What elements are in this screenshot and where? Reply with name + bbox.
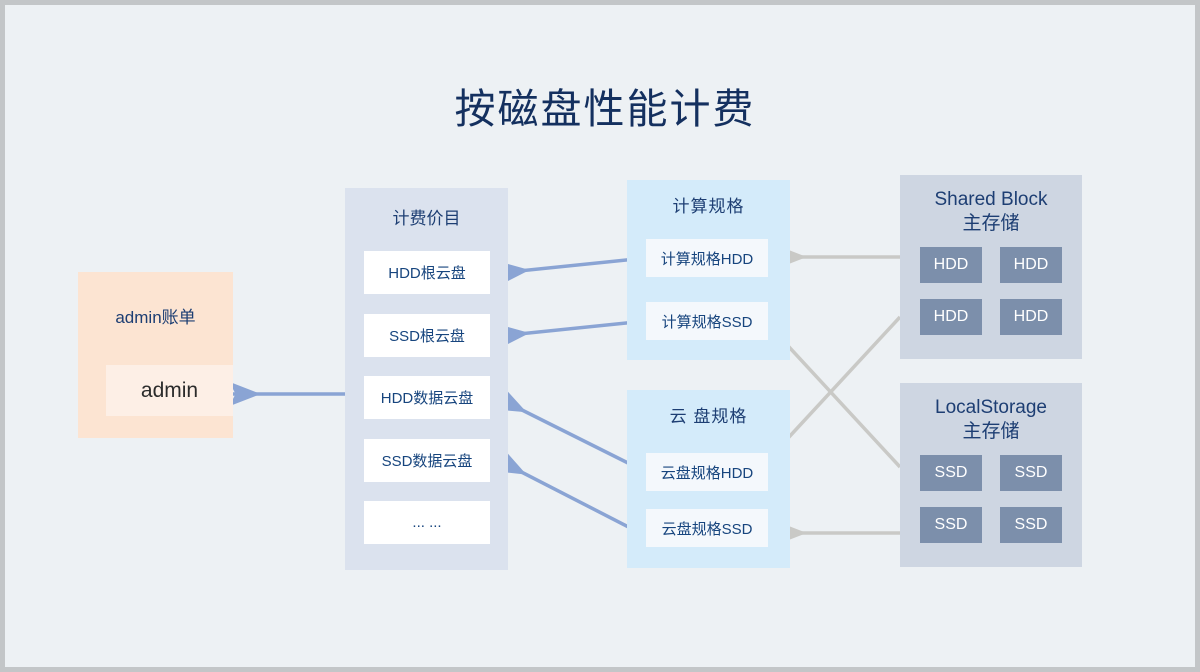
shared-block-storage-panel[interactable]: Shared Block 主存储 HDD HDD HDD HDD — [900, 175, 1082, 359]
billing-item-ssd-data-disk[interactable]: SSD数据云盘 — [364, 439, 490, 482]
disk-spec-panel[interactable]: 云 盘规格 云盘规格HDD 云盘规格SSD — [627, 390, 790, 568]
connector-computeSSD-to-ssdroot — [497, 319, 647, 349]
billing-item-label: SSD数据云盘 — [381, 453, 473, 470]
shared-block-title-line1: Shared Block — [934, 189, 1048, 210]
page-title: 按磁盘性能计费 — [454, 86, 756, 132]
billing-item-label: HDD数据云盘 — [380, 390, 474, 407]
shared-block-disk-cell[interactable]: HDD — [920, 247, 982, 283]
admin-account-box[interactable]: admin — [106, 365, 233, 416]
local-storage-panel-title: LocalStorage 主存储 — [900, 383, 1082, 444]
compute-spec-item-label: 计算规格HDD — [660, 250, 754, 268]
billing-item-ellipsis[interactable]: ... ... — [364, 501, 490, 544]
shared-block-panel-title: Shared Block 主存储 — [900, 175, 1082, 236]
billing-price-panel[interactable]: 计费价目 HDD根云盘 SSD根云盘 HDD数据云盘 SSD数据云盘 ... .… — [345, 188, 508, 570]
local-storage-disk-cell[interactable]: SSD — [920, 455, 982, 491]
billing-item-label: SSD根云盘 — [389, 328, 465, 345]
billing-item-label: ... ... — [412, 514, 442, 531]
shared-block-disk-cell[interactable]: HDD — [920, 299, 982, 335]
local-storage-disk-cell[interactable]: SSD — [1000, 455, 1062, 491]
disk-spec-panel-title: 云 盘规格 — [669, 407, 748, 426]
local-storage-panel[interactable]: LocalStorage 主存储 SSD SSD SSD SSD — [900, 383, 1082, 567]
shared-block-disk-grid: HDD HDD HDD HDD — [920, 247, 1062, 335]
shared-block-title-line2: 主存储 — [962, 212, 1020, 234]
billing-panel-title: 计费价目 — [392, 209, 461, 228]
billing-item-label: HDD根云盘 — [388, 265, 466, 282]
local-storage-disk-grid: SSD SSD SSD SSD — [920, 455, 1062, 543]
shared-block-disk-cell[interactable]: HDD — [1000, 247, 1062, 283]
shared-block-disk-cell[interactable]: HDD — [1000, 299, 1062, 335]
billing-item-hdd-data-disk[interactable]: HDD数据云盘 — [364, 376, 490, 419]
billing-item-hdd-root-disk[interactable]: HDD根云盘 — [364, 251, 490, 294]
compute-spec-panel[interactable]: 计算规格 计算规格HDD 计算规格SSD — [627, 180, 790, 360]
billing-item-ssd-root-disk[interactable]: SSD根云盘 — [364, 314, 490, 357]
disk-spec-item-ssd[interactable]: 云盘规格SSD — [646, 509, 768, 547]
compute-spec-item-ssd[interactable]: 计算规格SSD — [646, 302, 768, 340]
connector-diskHDD-to-hdddata — [492, 387, 647, 474]
local-storage-disk-cell[interactable]: SSD — [1000, 507, 1062, 543]
connector-computeHDD-to-hddroot — [497, 256, 647, 286]
disk-spec-item-hdd[interactable]: 云盘规格HDD — [646, 453, 768, 491]
disk-spec-item-label: 云盘规格SSD — [661, 520, 753, 538]
local-storage-title-line2: 主存储 — [962, 420, 1020, 442]
admin-account-label: admin — [140, 378, 199, 402]
local-storage-disk-cell[interactable]: SSD — [920, 507, 982, 543]
compute-spec-item-label: 计算规格SSD — [661, 313, 753, 331]
local-storage-title-line1: LocalStorage — [935, 397, 1047, 418]
disk-spec-item-label: 云盘规格HDD — [660, 464, 754, 482]
connector-diskSSD-to-ssddata — [492, 449, 647, 538]
compute-spec-panel-title: 计算规格 — [672, 197, 745, 216]
compute-spec-item-hdd[interactable]: 计算规格HDD — [646, 239, 768, 277]
admin-account-panel[interactable]: admin账单 admin — [78, 272, 233, 438]
admin-panel-title: admin账单 — [115, 308, 196, 327]
